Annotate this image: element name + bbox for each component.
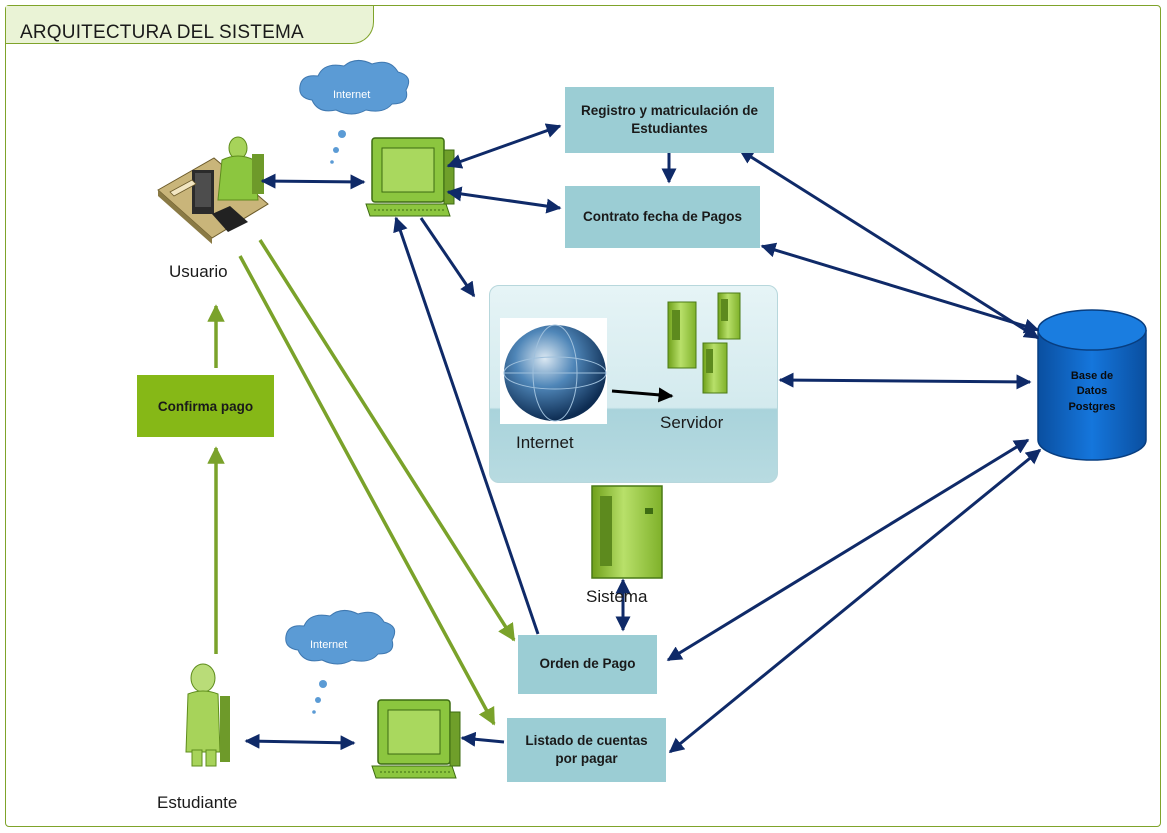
registro-box: Registro y matriculación de Estudiantes	[565, 87, 774, 153]
sistema-label: Sistema	[586, 587, 648, 606]
database-label: Base de Datos Postgres	[1068, 370, 1116, 413]
orden-computer-arrow	[393, 216, 540, 635]
user-listado-arrow	[238, 255, 496, 726]
navy-connectors	[244, 123, 1042, 754]
orden-box: Orden de Pago	[518, 635, 657, 694]
servidor-label: Servidor	[660, 413, 724, 432]
green-connectors	[207, 239, 516, 726]
globe-to-server-arrow	[611, 387, 674, 403]
title-tab: ARQUITECTURA DEL SISTEMA	[6, 6, 374, 44]
server-icon	[702, 342, 728, 394]
orden-db-arrow	[666, 438, 1030, 662]
listado-db-arrow	[668, 448, 1042, 754]
diagram-frame	[5, 5, 1161, 827]
system-server-icon	[591, 485, 663, 579]
listado-box: Listado de cuentas por pagar	[507, 718, 666, 782]
internet-globe-label: Internet	[516, 433, 574, 452]
user-computer-arrow	[260, 173, 366, 190]
cloud-icon	[285, 610, 396, 714]
cloud-top-label: Internet	[333, 89, 371, 101]
confirma-box: Confirma pago	[137, 375, 274, 437]
estudiante-label: Estudiante	[157, 793, 238, 812]
cloud-bottom-label: Internet	[310, 639, 348, 651]
user-orden-arrow	[258, 239, 516, 642]
registro-db-arrow	[738, 148, 1040, 340]
server-icon	[667, 301, 697, 369]
cloud-icon	[299, 60, 410, 164]
server-icon	[717, 292, 741, 340]
student-person-icon	[185, 663, 230, 767]
computer-contrato-arrow	[446, 186, 562, 214]
globe-icon	[500, 318, 607, 424]
listado-computer-arrow	[460, 731, 505, 747]
contrato-box: Contrato fecha de Pagos	[565, 186, 760, 248]
user-workstation-icon	[157, 136, 269, 244]
computer-icon	[371, 699, 461, 779]
usuario-label: Usuario	[169, 262, 228, 281]
contrato-db-arrow	[760, 242, 1040, 334]
computer-icon	[365, 137, 455, 217]
computer-registro-arrow	[446, 123, 562, 169]
system-db-arrow	[778, 372, 1032, 390]
diagram-title: ARQUITECTURA DEL SISTEMA	[20, 22, 304, 43]
student-computer-arrow	[244, 733, 356, 751]
database-icon	[1037, 309, 1147, 461]
computer-system-arrow	[419, 217, 476, 298]
